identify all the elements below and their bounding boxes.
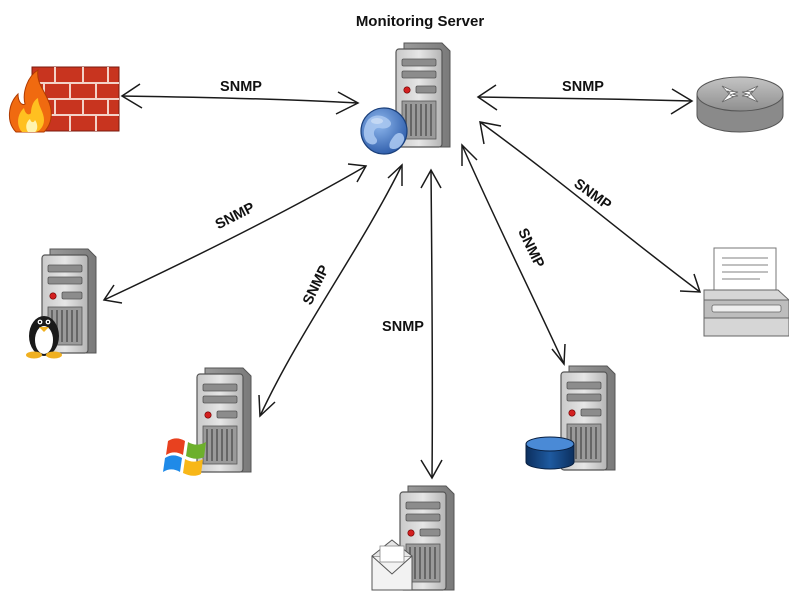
router-icon xyxy=(696,76,784,133)
firewall-icon xyxy=(9,66,120,133)
printer-node[interactable] xyxy=(703,247,789,337)
router-node[interactable] xyxy=(696,76,784,133)
printer-icon xyxy=(703,247,789,337)
edge-router xyxy=(476,84,694,115)
edge-database xyxy=(461,143,566,367)
edge-label-firewall: SNMP xyxy=(220,79,262,95)
edge-mail xyxy=(420,168,443,480)
monitoring-server-node[interactable] xyxy=(360,42,451,155)
mail-server-node[interactable] xyxy=(371,485,455,591)
linux-server-node[interactable] xyxy=(26,248,97,359)
database-server-node[interactable] xyxy=(525,365,616,471)
edge-printer xyxy=(479,121,702,293)
globe-icon xyxy=(360,107,408,155)
edge-label-windows: SNMP xyxy=(300,263,333,308)
windows-server-node[interactable] xyxy=(163,367,252,476)
diagram-title: Monitoring Server xyxy=(356,13,485,30)
database-icon xyxy=(525,436,575,470)
edge-label-mail: SNMP xyxy=(382,319,424,335)
edge-windows xyxy=(258,163,403,418)
firewall-node[interactable] xyxy=(9,66,120,133)
edge-firewall xyxy=(120,83,360,115)
envelope-icon xyxy=(371,539,413,591)
edge-linux xyxy=(102,163,368,304)
linux-penguin-icon xyxy=(26,316,62,359)
windows-logo-icon xyxy=(163,438,206,476)
edge-label-database: SNMP xyxy=(514,226,547,271)
edge-label-router: SNMP xyxy=(562,79,604,95)
